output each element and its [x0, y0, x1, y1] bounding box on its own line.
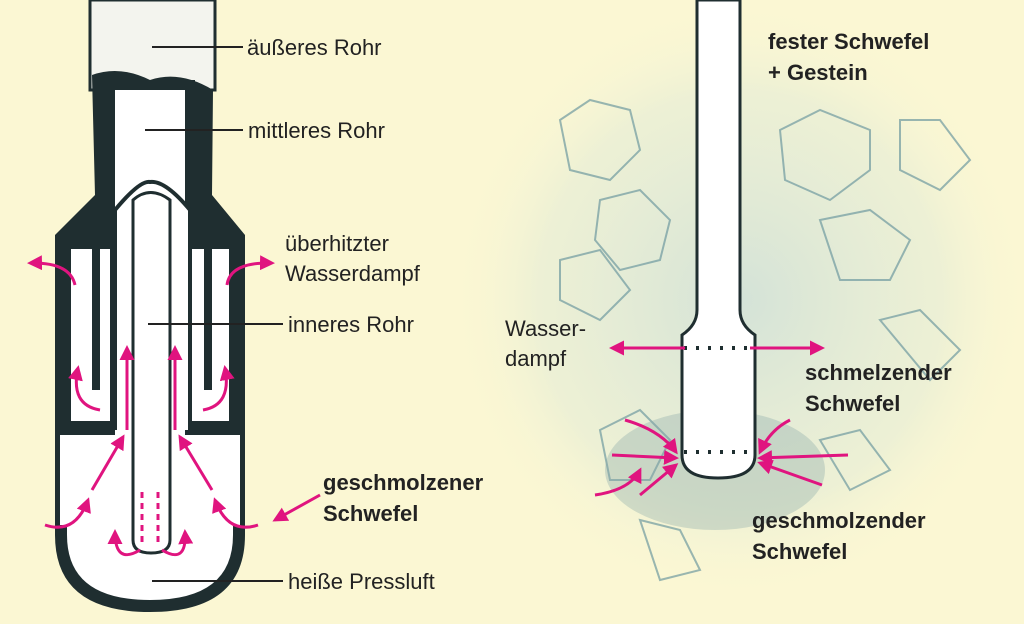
- right-flow-arrows: [594, 340, 849, 497]
- label-outer-pipe: äußeres Rohr: [247, 35, 382, 60]
- label-solid-sulfur-2: + Gestein: [768, 60, 868, 85]
- label-steam-1: überhitzter: [285, 231, 389, 256]
- label-hot-air: heiße Pressluft: [288, 569, 435, 594]
- label-melting-2: Schwefel: [805, 391, 900, 416]
- label-molten-r-1: geschmolzender: [752, 508, 926, 533]
- label-melting-1: schmelzender: [805, 360, 952, 385]
- leader-lines: [145, 46, 283, 582]
- label-molten-2: Schwefel: [323, 501, 418, 526]
- label-molten-r-2: Schwefel: [752, 539, 847, 564]
- label-steam-2: Wasserdampf: [285, 261, 421, 286]
- label-water-steam-1: Wasser-: [505, 316, 586, 341]
- label-inner-pipe: inneres Rohr: [288, 312, 414, 337]
- label-middle-pipe: mittleres Rohr: [248, 118, 385, 143]
- left-sulfur-pump: [55, 0, 245, 612]
- label-solid-sulfur-1: fester Schwefel: [768, 29, 929, 54]
- label-molten-1: geschmolzener: [323, 470, 484, 495]
- left-flow-arrows: [27, 255, 321, 556]
- right-drill-pipe: [680, 0, 757, 480]
- label-water-steam-2: dampf: [505, 346, 567, 371]
